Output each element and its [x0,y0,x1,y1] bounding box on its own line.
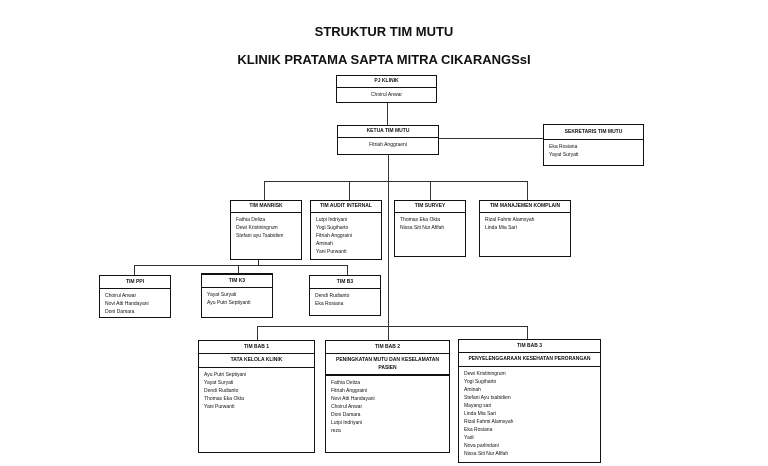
member: Nova parlindani [464,443,499,449]
member: Yani Purwanti [316,249,347,255]
connector-line [134,265,348,266]
member: Linda Mia Sari [485,225,517,231]
member: Choirul Anwar [370,92,403,98]
member: Mayang sari [464,403,492,409]
member: Dewi Kristiningrum [464,371,506,377]
member: Fathia Deliza [331,380,361,386]
member: Yani Purwanti [204,404,235,410]
box-title: TIM BAB 2 [326,341,449,354]
member: Doni Damara [105,309,135,315]
member: Nissa Siti Nur Afifah [400,225,445,231]
connector-line [387,103,388,125]
member: Stefani ayu Tsabidien [236,233,284,239]
box-title: PJ KLINIK [337,76,436,88]
member: Lutpi Indriyani [331,420,363,426]
member: Nissa Siti Nur Afifah [464,451,509,457]
member: Aminah [464,387,481,393]
member: Fathia Deliza [236,217,266,223]
connector-line [349,181,350,200]
member: Rizal Fahmi Alamsyah [464,419,514,425]
connector-line [238,265,239,273]
member: Stefani Ayu tsabidien [464,395,511,401]
member: Dewi Kristiningrum [236,225,278,231]
member: Eka Rosiana [315,301,344,307]
box-title: KETUA TIM MUTU [338,126,438,138]
member: reza [331,428,341,434]
member: Fitriah Anggraini [316,233,353,239]
member: Thomas Eka Okta [204,396,245,402]
connector-line [258,260,259,265]
connector-line [388,155,389,340]
box-title: TIM MANAJEMEN KOMPLAIN [480,201,570,213]
box-subtitle: PENINGKATAN MUTU DAN KESELAMATAN PASIEN [326,354,449,376]
member: Novi Atti Handayani [331,396,375,402]
box-pj-klinik: PJ KLINIK Choirul Anwar [336,75,437,103]
box-ketua-tim-mutu: KETUA TIM MUTU Fitriah Anggraeni [337,125,439,155]
connector-line [257,326,258,340]
member: Rizal Fahmi Alamsyah [485,217,535,223]
connector-line [264,181,265,200]
member: Choirul Anwar [331,404,363,410]
chart-subtitle: KLINIK PRATAMA SAPTA MITRA CIKARANGSsI [237,52,531,67]
box-subtitle: TATA KELOLA KLINIK [199,354,314,368]
member: Yayat Suryati [204,380,234,386]
connector-line [439,138,543,139]
connector-line [527,326,528,339]
box-title: SEKRETARIS TIM MUTU [544,125,643,140]
box-title: TIM PPI [100,276,170,289]
box-title: TIM BAB 3 [459,340,600,353]
box-title: TIM B3 [310,276,380,289]
connector-line [527,181,528,200]
member: Yayat Suryati [207,292,237,298]
box-subtitle: PENYELENGGARAAN KESEHATAN PERORANGAN [459,353,600,367]
box-title: TIM SURVEY [395,201,465,213]
member: Yogi Sugiharto [464,379,497,385]
member: Ayu Putri Septiyanti [207,300,251,306]
member: Eka Rosiana [549,144,578,150]
connector-line [347,265,348,275]
connector-line [430,181,431,200]
member: Yogi Sugiharto [316,225,349,231]
box-title: TIM MANRISK [231,201,301,213]
member: Fitriah Anggraini [331,388,368,394]
box-tim-bab-3: TIM BAB 3 PENYELENGGARAAN KESEHATAN PERO… [458,339,601,463]
box-title: TIM K3 [202,275,272,288]
box-title: TIM AUDIT INTERNAL [311,201,381,213]
chart-title: STRUKTUR TIM MUTU [314,24,454,39]
box-title: TIM BAB 1 [199,341,314,354]
member: Aminah [316,241,333,247]
box-tim-manajemen-komplain: TIM MANAJEMEN KOMPLAIN Rizal Fahmi Alams… [479,200,571,257]
member: Yadi [464,435,474,441]
member: Doni Damara [331,412,361,418]
box-tim-bab-1: TIM BAB 1 TATA KELOLA KLINIK Ayu Putri S… [198,340,315,453]
member: Lutpi Indriyani [316,217,348,223]
member: Yayat Suryati [549,152,579,158]
connector-line [134,265,135,275]
member: Linda Mia Sari [464,411,496,417]
member: Dendi Rudianto [315,293,350,299]
member: Ayu Putri Septiyani [204,372,247,378]
member: Novi Atti Handayani [105,301,149,307]
member: Dendi Rudianto [204,388,239,394]
member: Fitriah Anggraeni [369,142,407,148]
member: Eka Rosiana [464,427,493,433]
box-tim-bab-2: TIM BAB 2 PENINGKATAN MUTU DAN KESELAMAT… [325,340,450,453]
member: Thomas Eka Okta [400,217,441,223]
connector-line [257,326,528,327]
connector-line [264,181,528,182]
member: Choirul Anwar [105,293,137,299]
